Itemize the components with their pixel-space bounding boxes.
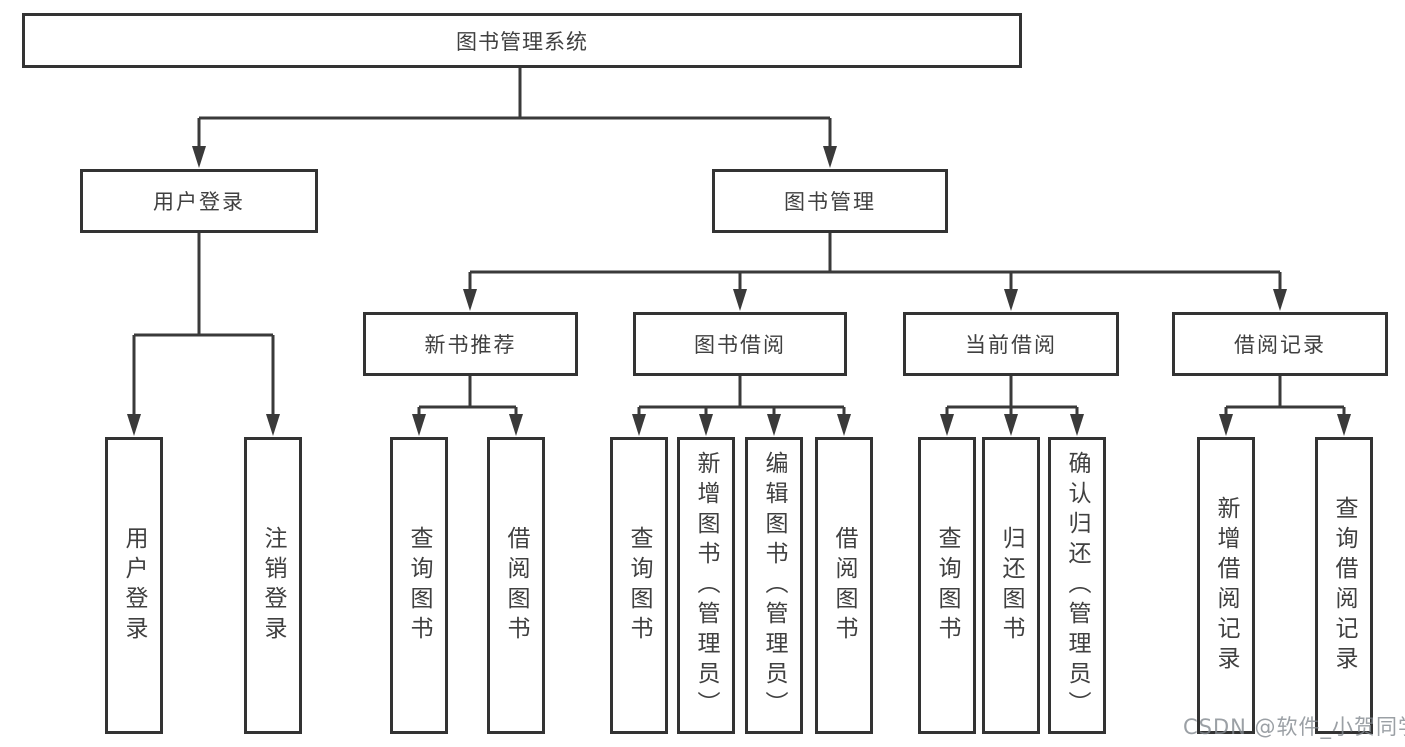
- leaf-add-borrowing-record: 新增借阅记录: [1197, 437, 1255, 734]
- leaf-return-books: 归还图书: [982, 437, 1040, 734]
- node-label: 新书推荐: [424, 333, 517, 357]
- connector-lines: [132, 68, 1346, 418]
- connector-borrow-record-to-leaves: [1224, 376, 1346, 418]
- arrow-down-icon: [1219, 414, 1233, 436]
- leaf-confirm-return-admin: 确认归还（管理员）: [1048, 437, 1106, 734]
- leaf-label: 注销登录: [260, 525, 286, 646]
- arrow-down-icon: [699, 414, 713, 436]
- node-label: 借阅记录: [1234, 333, 1326, 357]
- leaf-logout: 注销登录: [244, 437, 302, 734]
- leaf-edit-books-admin: 编辑图书（管理员）: [745, 437, 803, 734]
- leaf-query-books-recommendation: 查询图书: [390, 437, 448, 734]
- arrow-down-icon: [733, 289, 747, 311]
- leaf-label: 借阅图书: [503, 525, 529, 646]
- arrowheads: [127, 146, 1351, 436]
- csdn-watermark: CSDN @软件_小贺同学: [1183, 715, 1405, 739]
- leaf-label: 查询图书: [406, 525, 432, 646]
- leaf-add-books-admin: 新增图书（管理员）: [677, 437, 735, 734]
- arrow-down-icon: [837, 414, 851, 436]
- arrow-down-icon: [1337, 414, 1351, 436]
- leaf-label: 新增借阅记录: [1213, 495, 1239, 676]
- node-label: 当前借阅: [965, 333, 1057, 357]
- leaf-label: 查询借阅记录: [1331, 495, 1357, 676]
- node-label: 图书管理: [784, 190, 876, 214]
- node-user-login: 用户登录: [80, 169, 318, 233]
- node-label: 图书管理系统: [456, 29, 588, 54]
- leaf-label: 借阅图书: [831, 525, 857, 646]
- connector-user-login-to-leaves: [132, 232, 275, 418]
- leaf-label: 查询图书: [626, 525, 652, 646]
- node-current-borrowing: 当前借阅: [903, 312, 1119, 376]
- arrow-down-icon: [1070, 414, 1084, 436]
- leaf-query-books-current: 查询图书: [918, 437, 976, 734]
- arrow-down-icon: [463, 289, 477, 311]
- leaf-user-login: 用户登录: [105, 437, 163, 734]
- connector-book-mgmt-to-level3: [468, 232, 1282, 293]
- leaf-label: 归还图书: [998, 525, 1024, 646]
- leaf-label: 新增图书（管理员）: [693, 450, 719, 721]
- arrow-down-icon: [1004, 289, 1018, 311]
- arrow-down-icon: [266, 414, 280, 436]
- connector-book-borrow-to-leaves: [637, 376, 846, 418]
- arrow-down-icon: [767, 414, 781, 436]
- leaf-label: 编辑图书（管理员）: [761, 450, 787, 721]
- arrow-down-icon: [1004, 414, 1018, 436]
- leaf-label: 用户登录: [121, 525, 147, 646]
- leaf-borrow-books-recommendation: 借阅图书: [487, 437, 545, 734]
- connector-current-borrow-to-leaves: [945, 376, 1079, 418]
- leaf-borrow-books-borrowing: 借阅图书: [815, 437, 873, 734]
- leaf-query-books-borrowing: 查询图书: [610, 437, 668, 734]
- node-book-borrowing: 图书借阅: [633, 312, 847, 376]
- leaf-label: 确认归还（管理员）: [1064, 450, 1090, 721]
- arrow-down-icon: [127, 414, 141, 436]
- node-label: 图书借阅: [694, 333, 786, 357]
- connector-root-to-level2: [197, 68, 832, 150]
- arrow-down-icon: [823, 146, 837, 168]
- node-borrowing-records: 借阅记录: [1172, 312, 1388, 376]
- arrow-down-icon: [632, 414, 646, 436]
- node-new-book-recommendation: 新书推荐: [363, 312, 578, 376]
- node-book-management: 图书管理: [712, 169, 948, 233]
- connector-new-book-to-leaves: [417, 376, 518, 418]
- arrow-down-icon: [192, 146, 206, 168]
- leaf-label: 查询图书: [934, 525, 960, 646]
- node-label: 用户登录: [153, 190, 245, 214]
- leaf-query-borrowing-record: 查询借阅记录: [1315, 437, 1373, 734]
- arrow-down-icon: [940, 414, 954, 436]
- arrow-down-icon: [412, 414, 426, 436]
- node-library-management-system: 图书管理系统: [22, 13, 1022, 68]
- arrow-down-icon: [509, 414, 523, 436]
- arrow-down-icon: [1273, 289, 1287, 311]
